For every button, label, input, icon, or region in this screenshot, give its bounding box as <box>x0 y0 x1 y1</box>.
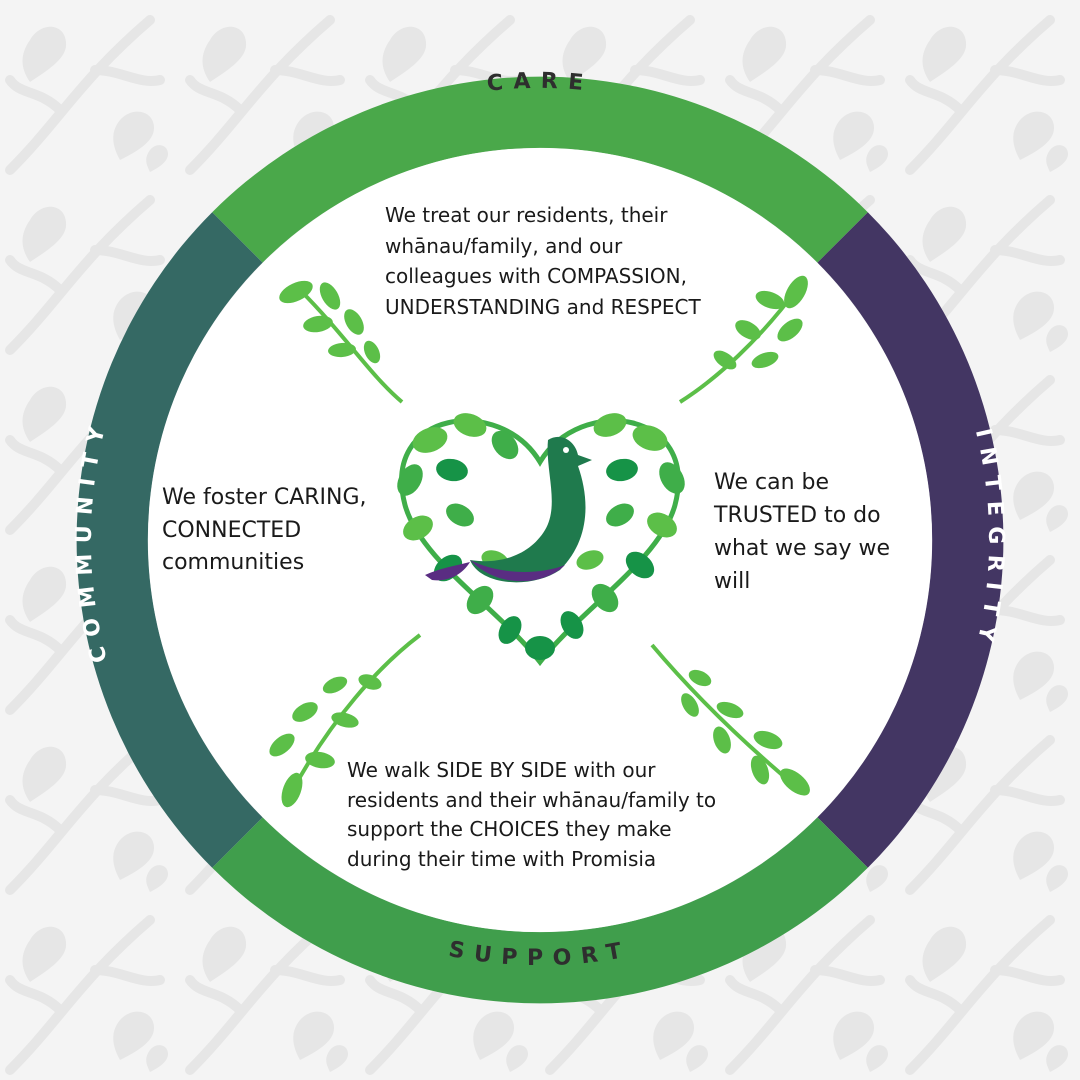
community-statement-line: CONNECTED <box>162 517 302 543</box>
integrity-statement-line: We can be <box>714 470 830 495</box>
support-statement-line: during their time with Promisia <box>347 846 657 871</box>
care-label: CARE <box>486 69 594 97</box>
care-statement-line: colleagues with COMPASSION, <box>385 264 687 288</box>
care-statement-line: UNDERSTANDING and RESPECT <box>385 294 701 319</box>
branch-bottom-right-icon <box>650 643 810 796</box>
care-statement: We treat our residents, their whānau/fam… <box>385 200 755 322</box>
care-segment <box>212 76 868 263</box>
support-statement-line: residents and their whānau/family to <box>347 787 717 812</box>
care-statement-line: whānau/family, and our <box>385 233 623 258</box>
support-segment <box>212 817 868 1004</box>
support-statement-line: support the CHOICES they make <box>347 817 672 841</box>
branch-top-left-icon <box>279 280 404 404</box>
heart-of-leaves-with-bird-icon <box>397 413 685 667</box>
support-statement: We walk SIDE BY SIDE with our residents … <box>347 756 747 874</box>
support-statement-line: We walk SIDE BY SIDE with our <box>347 758 656 782</box>
community-statement: We foster CARING, CONNECTED communities <box>162 482 402 580</box>
integrity-statement-line: what we say we <box>714 536 891 561</box>
community-segment <box>76 212 263 868</box>
integrity-statement-line: will <box>714 569 751 594</box>
integrity-segment <box>817 212 1004 868</box>
integrity-statement: We can be TRUSTED to do what we say we w… <box>714 466 914 598</box>
community-statement-line: We foster CARING, <box>162 485 367 510</box>
care-statement-line: We treat our residents, their <box>385 203 668 227</box>
branch-top-right-icon <box>678 275 808 404</box>
community-statement-line: communities <box>162 550 305 575</box>
branch-bottom-left-icon <box>269 633 422 808</box>
integrity-statement-line: TRUSTED to do <box>714 503 881 528</box>
